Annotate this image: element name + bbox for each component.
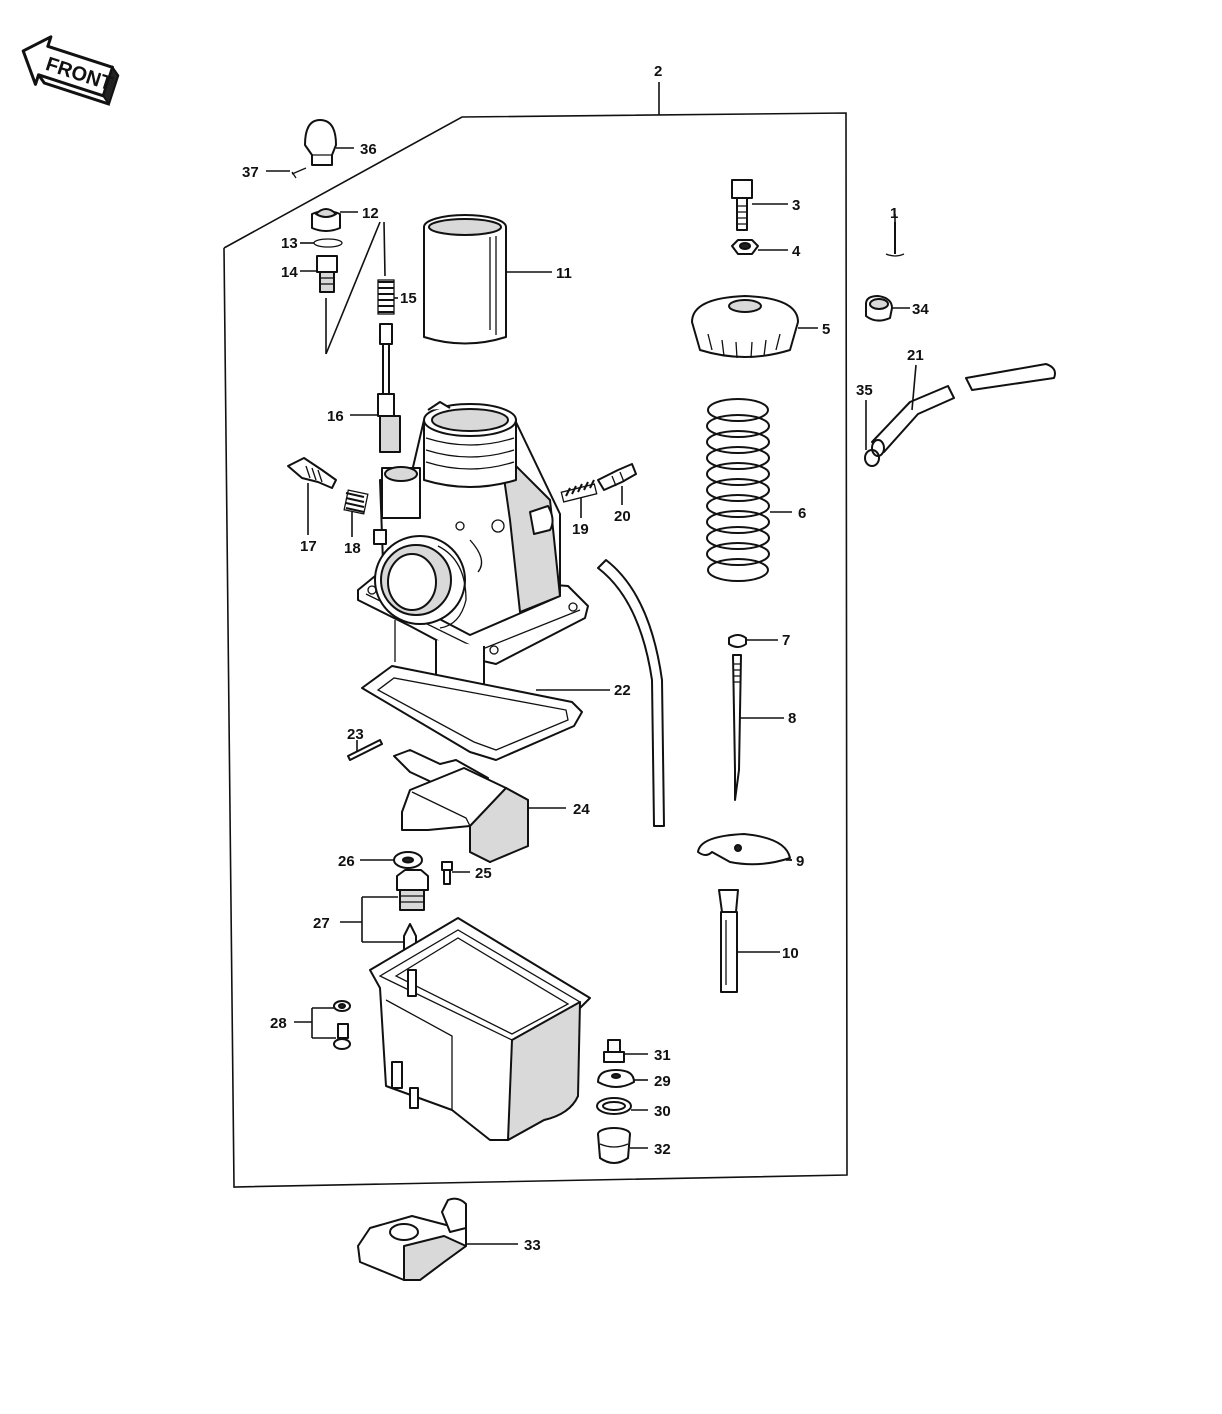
part-13-clip bbox=[300, 238, 343, 248]
front-arrow-badge: FRONT bbox=[21, 35, 120, 107]
callout-5: 5 bbox=[822, 321, 830, 338]
callout-12: 12 bbox=[362, 205, 379, 222]
callout-10: 10 bbox=[782, 945, 799, 962]
callout-3: 3 bbox=[792, 197, 800, 214]
vent-tube bbox=[597, 559, 665, 827]
callout-24: 24 bbox=[573, 801, 590, 818]
part-34-grommet bbox=[865, 295, 910, 322]
callout-27: 27 bbox=[313, 915, 330, 932]
part-11-throttle-slide bbox=[423, 214, 552, 345]
part-12-cap-nut bbox=[311, 208, 358, 232]
part-17-air-screw bbox=[287, 457, 337, 535]
part-33-bracket bbox=[357, 1197, 518, 1281]
callout-2: 2 bbox=[654, 63, 662, 80]
carburetor-body bbox=[357, 401, 589, 693]
callout-8: 8 bbox=[788, 710, 796, 727]
assembly-boundary-frame bbox=[223, 82, 848, 1188]
part-25-screw bbox=[441, 861, 470, 885]
part-15-spring bbox=[377, 279, 398, 315]
bracket-lines-12 bbox=[325, 221, 386, 355]
callout-22: 22 bbox=[614, 682, 631, 699]
callout-35: 35 bbox=[856, 382, 873, 399]
callout-34: 34 bbox=[912, 301, 929, 318]
part-4-nut bbox=[731, 239, 788, 255]
part-9-needle-plate bbox=[697, 833, 792, 866]
callout-20: 20 bbox=[614, 508, 631, 525]
part-27-valve-seat bbox=[340, 869, 429, 951]
callout-11: 11 bbox=[556, 265, 572, 282]
callout-19: 19 bbox=[572, 521, 589, 538]
part-8-jet-needle bbox=[732, 654, 784, 801]
part-18-spring bbox=[343, 489, 369, 537]
part-28-screws bbox=[294, 1000, 351, 1050]
part-7-needle-clip bbox=[728, 634, 778, 648]
part-29-washer bbox=[597, 1069, 648, 1088]
callout-9: 9 bbox=[796, 853, 804, 870]
callout-18: 18 bbox=[344, 540, 361, 557]
part-21-hose bbox=[871, 363, 1056, 457]
callout-4: 4 bbox=[792, 243, 801, 260]
callout-23: 23 bbox=[347, 726, 364, 743]
callout-6: 6 bbox=[798, 505, 806, 522]
callout-30: 30 bbox=[654, 1103, 671, 1120]
part-30-o-ring bbox=[596, 1097, 648, 1115]
callout-14: 14 bbox=[281, 264, 298, 281]
part-22-gasket bbox=[361, 665, 610, 761]
part-31-main-jet bbox=[603, 1039, 648, 1063]
callout-26: 26 bbox=[338, 853, 355, 870]
part-26-washer bbox=[360, 851, 423, 869]
callout-15: 15 bbox=[400, 290, 417, 307]
callout-29: 29 bbox=[654, 1073, 671, 1090]
part-5-top-cap bbox=[691, 295, 818, 359]
callout-16: 16 bbox=[327, 408, 344, 425]
part-35-clamp bbox=[864, 400, 880, 467]
part-1-pin bbox=[885, 222, 905, 257]
part-3-bolt bbox=[731, 179, 788, 231]
part-37-pin bbox=[266, 167, 307, 179]
callout-7: 7 bbox=[782, 632, 790, 649]
callout-32: 32 bbox=[654, 1141, 671, 1158]
callout-25: 25 bbox=[475, 865, 492, 882]
part-6-main-spring bbox=[706, 398, 792, 582]
part-16-needle-tube bbox=[350, 323, 401, 453]
callout-13: 13 bbox=[281, 235, 298, 252]
float-bowl bbox=[369, 917, 591, 1141]
callout-1: 1 bbox=[890, 205, 898, 222]
part-24-float bbox=[393, 749, 566, 863]
callout-21: 21 bbox=[907, 347, 924, 364]
callout-28: 28 bbox=[270, 1015, 287, 1032]
callout-33: 33 bbox=[524, 1237, 541, 1254]
callout-37: 37 bbox=[242, 164, 259, 181]
part-19-spring bbox=[560, 479, 598, 518]
part-36-cap bbox=[304, 119, 354, 166]
callout-17: 17 bbox=[300, 538, 317, 555]
part-23-pin bbox=[347, 739, 383, 761]
part-14-fitting bbox=[300, 255, 338, 293]
part-20-idle-screw bbox=[597, 463, 637, 505]
part-10-needle-jet bbox=[718, 889, 780, 993]
callout-31: 31 bbox=[654, 1047, 671, 1064]
part-32-plug bbox=[597, 1127, 648, 1164]
callout-36: 36 bbox=[360, 141, 377, 158]
callout-labels: 2 1 3 4 5 6 7 8 9 10 11 12 13 14 15 16 1… bbox=[242, 63, 929, 1254]
